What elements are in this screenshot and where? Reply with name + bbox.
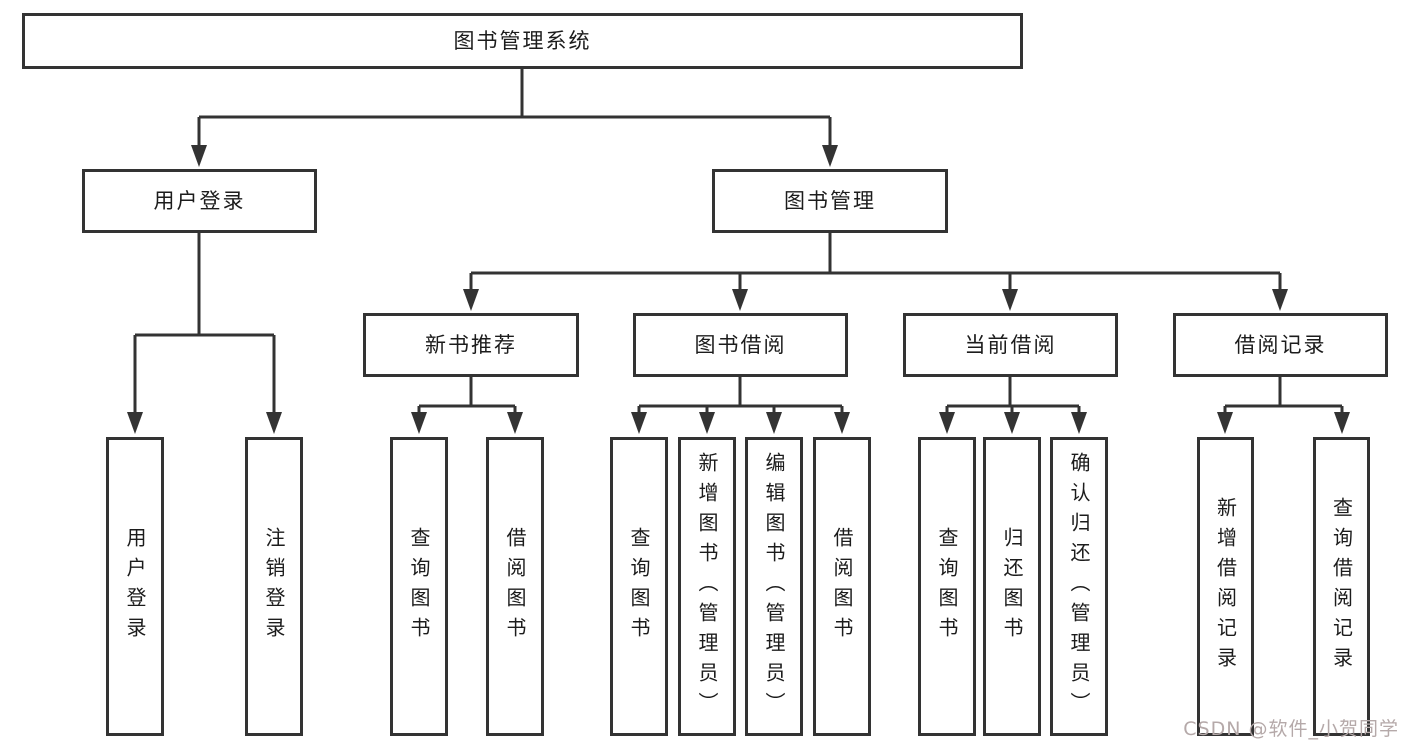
node-book-management: 图书管理 (712, 169, 948, 233)
leaf-borrowing-query-books-label: 查询图书 (627, 526, 651, 647)
node-borrowing-records: 借阅记录 (1173, 313, 1388, 377)
leaf-logout: 注销登录 (245, 437, 303, 736)
node-book-borrowing: 图书借阅 (633, 313, 848, 377)
leaf-current-confirm-return-admin: 确认归还（管理员） (1050, 437, 1108, 736)
leaf-current-confirm-return-admin-label: 确认归还（管理员） (1067, 451, 1091, 722)
leaf-current-return-books: 归还图书 (983, 437, 1041, 736)
leaf-borrowing-edit-books-admin-label: 编辑图书（管理员） (762, 451, 786, 722)
leaf-records-query-record: 查询借阅记录 (1313, 437, 1370, 736)
leaf-logout-label: 注销登录 (262, 526, 286, 647)
leaf-recommend-borrow-books: 借阅图书 (486, 437, 544, 736)
node-current-borrowing: 当前借阅 (903, 313, 1118, 377)
leaf-borrowing-edit-books-admin: 编辑图书（管理员） (745, 437, 803, 736)
leaf-recommend-query-books-label: 查询图书 (407, 526, 431, 647)
leaf-borrowing-add-books-admin: 新增图书（管理员） (678, 437, 736, 736)
watermark: CSDN @软件_小贺同学 (1183, 718, 1399, 740)
leaf-borrowing-borrow-books: 借阅图书 (813, 437, 871, 736)
leaf-current-query-books: 查询图书 (918, 437, 976, 736)
arrowhead-icons (127, 145, 1350, 434)
leaf-recommend-borrow-books-label: 借阅图书 (503, 526, 527, 647)
leaf-current-query-books-label: 查询图书 (935, 526, 959, 647)
node-user-login: 用户登录 (82, 169, 317, 233)
leaf-user-login: 用户登录 (106, 437, 164, 736)
leaf-recommend-query-books: 查询图书 (390, 437, 448, 736)
leaf-records-query-record-label: 查询借阅记录 (1329, 496, 1354, 677)
leaf-user-login-label: 用户登录 (123, 526, 147, 647)
leaf-borrowing-add-books-admin-label: 新增图书（管理员） (695, 451, 719, 722)
node-root: 图书管理系统 (22, 13, 1023, 69)
node-new-book-recommend: 新书推荐 (363, 313, 579, 377)
leaf-records-add-record-label: 新增借阅记录 (1213, 496, 1238, 677)
leaf-borrowing-query-books: 查询图书 (610, 437, 668, 736)
leaf-borrowing-borrow-books-label: 借阅图书 (830, 526, 854, 647)
leaf-current-return-books-label: 归还图书 (1000, 526, 1024, 647)
leaf-records-add-record: 新增借阅记录 (1197, 437, 1254, 736)
